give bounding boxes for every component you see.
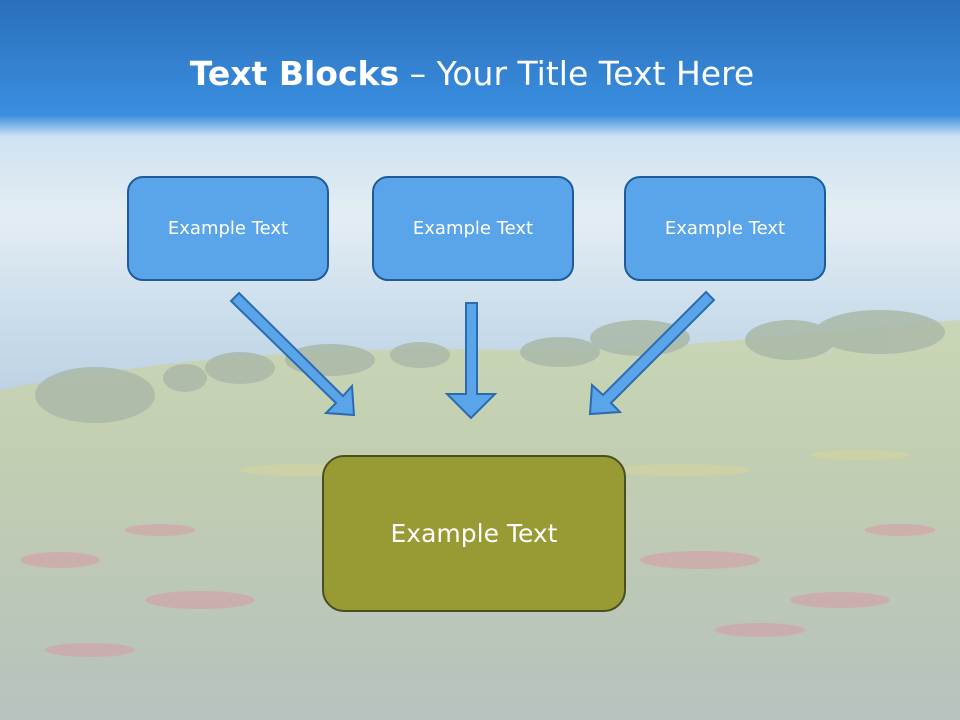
text-block-left[interactable]: Example Text bbox=[127, 176, 329, 281]
text-block-right-label: Example Text bbox=[664, 218, 786, 239]
text-block-center[interactable]: Example Text bbox=[372, 176, 574, 281]
text-block-right[interactable]: Example Text bbox=[624, 176, 826, 281]
text-block-center-label: Example Text bbox=[412, 218, 534, 239]
text-block-bottom[interactable]: Example Text bbox=[322, 455, 626, 612]
text-block-bottom-label: Example Text bbox=[390, 519, 558, 548]
slide-title: Text Blocks – Your Title Text Here bbox=[0, 52, 944, 96]
title-bold-part: Text Blocks bbox=[189, 54, 400, 93]
text-block-left-label: Example Text bbox=[167, 218, 289, 239]
title-rest-part: – Your Title Text Here bbox=[399, 54, 755, 93]
